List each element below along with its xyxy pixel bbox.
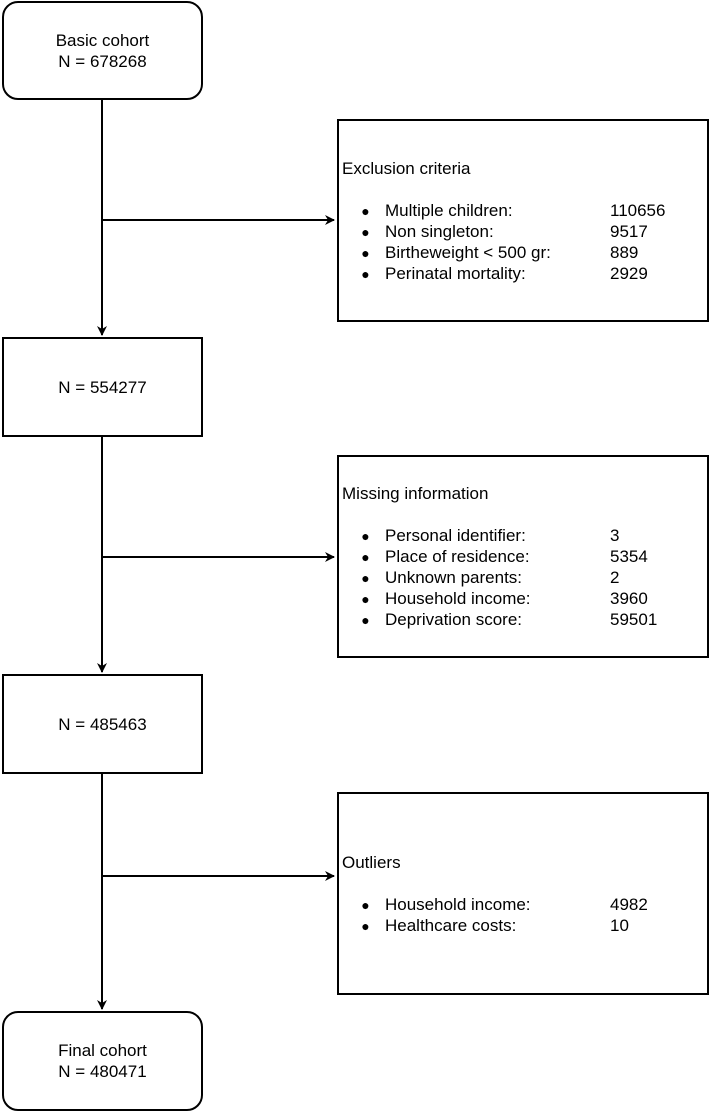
item-label: Household income: [385,589,531,608]
outliers-list: ● Household income: 4982 ● Healthcare co… [342,894,707,936]
list-item: ● Unknown parents: 2 [342,567,707,588]
item-value: 10 [610,915,629,935]
list-item: ● Non singleton: 9517 [342,221,707,242]
item-label: Birtheweight < 500 gr: [385,242,551,262]
item-value: 9517 [610,221,648,241]
list-item: ● Household income: 3960 [342,588,707,609]
bullet-icon: ● [361,570,370,586]
basic-cohort-count: N = 678268 [58,51,147,71]
outliers-title: Outliers [342,852,401,872]
basic-cohort-box: Basic cohort N = 678268 [2,1,203,100]
item-label: Place of residence: [385,547,530,566]
list-item: ● Deprivation score: 59501 [342,609,707,630]
bullet-icon: ● [361,896,370,913]
bullet-icon: ● [361,612,370,628]
item-value: 59501 [610,610,658,629]
bullet-icon: ● [361,223,370,240]
final-cohort-title: Final cohort [58,1041,147,1060]
item-label: Perinatal mortality: [385,263,526,283]
bullet-icon: ● [361,549,370,565]
item-label: Non singleton: [385,221,494,241]
basic-cohort-title: Basic cohort [55,30,150,50]
item-value: 2929 [610,263,648,283]
list-item: ● Perinatal mortality: 2929 [342,263,707,284]
item-value: 3 [610,526,620,545]
missing-information-list: ● Personal identifier: 3 ● Place of resi… [342,525,707,630]
list-item: ● Personal identifier: 3 [342,525,707,546]
list-item: ● Place of residence: 5354 [342,546,707,567]
item-value: 2 [610,568,620,587]
list-item: ● Birtheweight < 500 gr: 889 [342,242,707,263]
after-exclusion-count: N = 554277 [58,377,147,397]
item-value: 889 [610,242,639,262]
missing-information-title: Missing information [342,484,489,503]
exclusion-criteria-title: Exclusion criteria [342,158,471,178]
final-cohort-count: N = 480471 [58,1062,147,1081]
outliers-box: Outliers ● Household income: 4982 ● Heal… [337,792,709,995]
missing-information-box: Missing information ● Personal identifie… [337,455,709,658]
item-label: Multiple children: [385,200,513,220]
after-missing-count: N = 485463 [58,714,147,734]
item-value: 3960 [610,589,648,608]
item-label: Deprivation score: [385,610,523,629]
bullet-icon: ● [361,244,370,261]
bullet-icon: ● [361,917,370,934]
after-exclusion-box: N = 554277 [2,337,203,437]
item-value: 4982 [610,894,648,914]
item-label: Healthcare costs: [385,915,517,935]
exclusion-criteria-box: Exclusion criteria ● Multiple children: … [337,119,709,322]
list-item: ● Multiple children: 110656 [342,200,707,221]
item-value: 110656 [610,200,666,220]
after-missing-box: N = 485463 [2,674,203,774]
bullet-icon: ● [361,265,370,282]
list-item: ● Healthcare costs: 10 [342,915,707,936]
list-item: ● Household income: 4982 [342,894,707,915]
bullet-icon: ● [361,591,370,607]
bullet-icon: ● [361,202,370,219]
item-label: Unknown parents: [385,568,523,587]
item-label: Personal identifier: [385,526,526,545]
bullet-icon: ● [361,528,370,544]
item-value: 5354 [610,547,648,566]
exclusion-criteria-list: ● Multiple children: 110656 ● Non single… [342,200,707,284]
item-label: Household income: [385,894,531,914]
final-cohort-box: Final cohort N = 480471 [2,1011,203,1111]
